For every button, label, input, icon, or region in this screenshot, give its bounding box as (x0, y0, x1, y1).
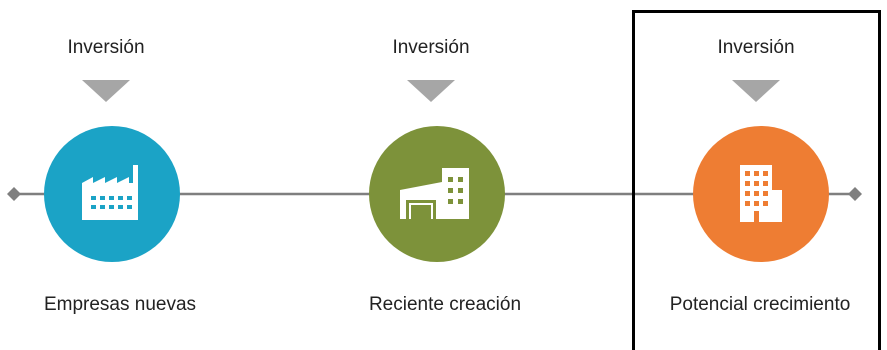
stage-2-top-label: Inversión (392, 37, 470, 58)
stage-1-bottom-label: Empresas nuevas (43, 294, 197, 315)
down-arrow-icon (82, 80, 130, 102)
stage-3-bottom-label: Potencial crecimiento (669, 294, 851, 315)
timeline-end-diamond (848, 187, 862, 201)
stage-3-top-label: Inversión (717, 37, 795, 58)
stage-1-top-label: Inversión (67, 37, 145, 58)
stage-2-bottom-label: Reciente creación (368, 294, 522, 315)
down-arrow-icon (407, 80, 455, 102)
down-arrow-icon (732, 80, 780, 102)
highlight-box (632, 10, 881, 350)
factory-windows (91, 196, 132, 209)
office-tower-windows (745, 171, 768, 222)
timeline-start-diamond (7, 187, 21, 201)
